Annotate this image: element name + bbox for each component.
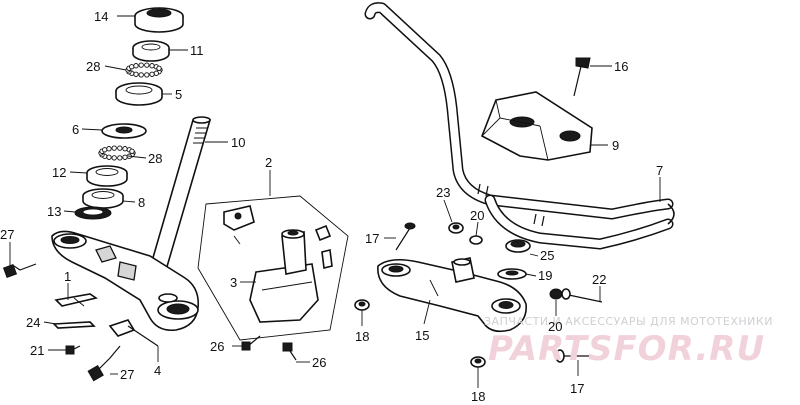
callout-26: 26 [312,355,326,370]
part-11-bearing-race [132,40,170,62]
callout-26: 26 [210,339,224,354]
part-16-bolt [573,57,591,97]
leader-lines [9,15,661,388]
part-15-top-bridge [377,257,527,333]
part-3-ignition-switch [223,205,333,323]
part-18-nut-lower [470,356,486,368]
part-12-bearing-cup [86,165,128,187]
callout-16: 16 [614,59,628,74]
part-28-ball-ring-upper [125,62,163,78]
bearing-ball [117,145,123,151]
bearing-ball [122,154,128,160]
callout-22: 22 [592,272,606,287]
part-5-bearing-cup [115,82,163,106]
bearing-ball [138,72,144,78]
callout-6: 6 [72,122,79,137]
callout-5: 5 [175,87,182,102]
callout-2: 2 [265,155,272,170]
callout-27: 27 [0,227,14,242]
part-26-screw-a [241,335,261,351]
callout-28: 28 [86,59,100,74]
part-23-nut [448,222,464,234]
part-2-box-outline [197,195,349,341]
bearing-ball [102,147,108,153]
callout-20: 20 [470,208,484,223]
callout-18: 18 [355,329,369,344]
bearing-ball [138,62,144,68]
bearing-ball [117,155,123,161]
part-21-screw [65,345,81,355]
callout-9: 9 [612,138,619,153]
callout-20: 20 [548,319,562,334]
callout-3: 3 [230,275,237,290]
part-27-bolt-left [2,263,37,279]
part-7-handlebar [364,2,675,250]
callout-7: 7 [656,163,663,178]
part-9-upper-holder [480,91,593,161]
watermark-tagline: ЗАПЧАСТИ И АКСЕССУАРЫ ДЛЯ МОТОТЕХНИКИ [484,315,773,328]
callout-4: 4 [154,363,161,378]
bearing-ball [144,62,150,68]
callout-27: 27 [120,367,134,382]
watermark: ЗАПЧАСТИ И АКСЕССУАРЫ ДЛЯ МОТОТЕХНИКИ PA… [484,315,773,369]
callout-14: 14 [94,9,108,24]
part-lower-bridge [51,230,200,332]
bearing-ball [149,63,155,69]
callout-28: 28 [148,151,162,166]
callout-11: 11 [190,43,204,58]
callout-15: 15 [415,328,429,343]
callout-labels: 14 11 28 5 6 10 28 12 8 13 27 1 24 21 27… [0,9,663,404]
callout-25: 25 [540,248,554,263]
bearing-ball [106,154,112,160]
part-28-ball-ring-lower [98,145,136,161]
callout-8: 8 [138,195,145,210]
callout-1: 1 [64,269,71,284]
part-14-nut-cap [134,7,184,33]
bearing-ball [106,146,112,152]
part-13-dust-seal [74,206,112,220]
callout-21: 21 [30,343,44,358]
part-19-washer [497,268,527,280]
callout-23: 23 [436,185,450,200]
part-26-screw-b [282,342,297,361]
bearing-ball [156,65,162,71]
bearing-ball [133,63,139,69]
part-17-bolt-lower [555,349,594,363]
bearing-ball [144,72,150,78]
bearing-ball [149,71,155,77]
part-20-washer-upper [469,235,483,245]
part-20-washer-lower [549,288,563,300]
part-8-bearing-race [82,188,124,209]
bearing-ball [153,70,159,76]
callout-12: 12 [52,165,66,180]
part-18-nut-mid [354,299,370,311]
part-1-bracket [54,293,98,307]
bearing-ball [129,64,135,70]
part-6-washer [101,123,147,139]
part-24-clip [52,321,96,329]
callout-19: 19 [538,268,552,283]
part-25-cap [505,239,531,253]
watermark-site: PARTSFOR.RU [488,329,765,369]
callout-17: 17 [365,231,379,246]
callout-18: 18 [471,389,485,404]
bearing-ball [111,155,117,161]
bearing-ball [129,148,135,154]
bearing-ball [133,71,139,77]
bearing-ball [111,145,117,151]
part-17-bolt-upper [395,222,416,251]
callout-13: 13 [47,204,61,219]
part-22-bolt [561,288,603,303]
bearing-ball [122,146,128,152]
part-27-bolt-bottom [87,345,121,382]
part-4-cable-guide [108,319,159,347]
callout-24: 24 [26,315,40,330]
callout-17: 17 [570,381,584,396]
callout-10: 10 [231,135,245,150]
